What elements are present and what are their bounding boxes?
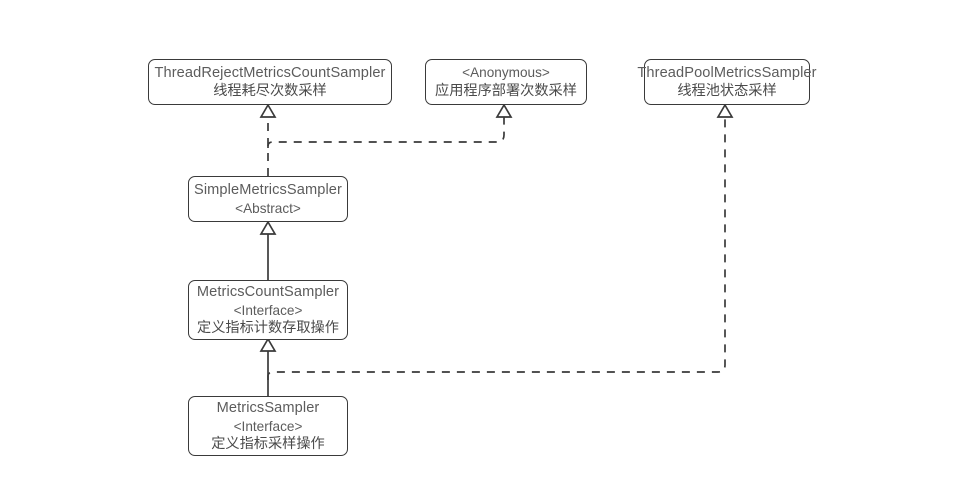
class-description-label: 定义指标计数存取操作 (197, 319, 339, 336)
edge-metricssampler-to-metricscount (259, 337, 277, 396)
class-description-label: 线程耗尽次数采样 (213, 83, 327, 100)
class-node-thread-reject-metrics-count-sampler[interactable]: ThreadRejectMetricsCountSampler 线程耗尽次数采样 (148, 59, 392, 105)
class-name-label: MetricsSampler (216, 399, 320, 416)
edge-simple-to-anonymous (267, 103, 513, 148)
class-node-metrics-sampler[interactable]: MetricsSampler <Interface> 定义指标采样操作 (188, 396, 348, 456)
class-stereotype-label: <Abstract> (235, 200, 301, 216)
class-name-label: ThreadRejectMetricsCountSampler (154, 64, 386, 81)
class-description-label: 应用程序部署次数采样 (435, 82, 577, 99)
class-name-label: SimpleMetricsSampler (194, 181, 342, 198)
class-name-label: ThreadPoolMetricsSampler (637, 64, 817, 81)
class-description-label: 定义指标采样操作 (211, 435, 325, 452)
class-stereotype-label: <Interface> (233, 418, 303, 434)
class-stereotype-label: <Anonymous> (462, 65, 550, 81)
class-stereotype-label: <Interface> (233, 302, 303, 318)
class-node-thread-pool-metrics-sampler[interactable]: ThreadPoolMetricsSampler 线程池状态采样 (637, 59, 817, 105)
edge-metricscount-to-simple (259, 220, 277, 280)
class-node-anonymous[interactable]: <Anonymous> 应用程序部署次数采样 (425, 59, 587, 105)
edge-simple-to-threadreject (259, 103, 277, 176)
class-node-simple-metrics-sampler[interactable]: SimpleMetricsSampler <Abstract> (188, 176, 348, 222)
class-node-metrics-count-sampler[interactable]: MetricsCountSampler <Interface> 定义指标计数存取… (188, 280, 348, 340)
class-description-label: 线程池状态采样 (677, 83, 777, 100)
class-name-label: MetricsCountSampler (196, 283, 340, 300)
